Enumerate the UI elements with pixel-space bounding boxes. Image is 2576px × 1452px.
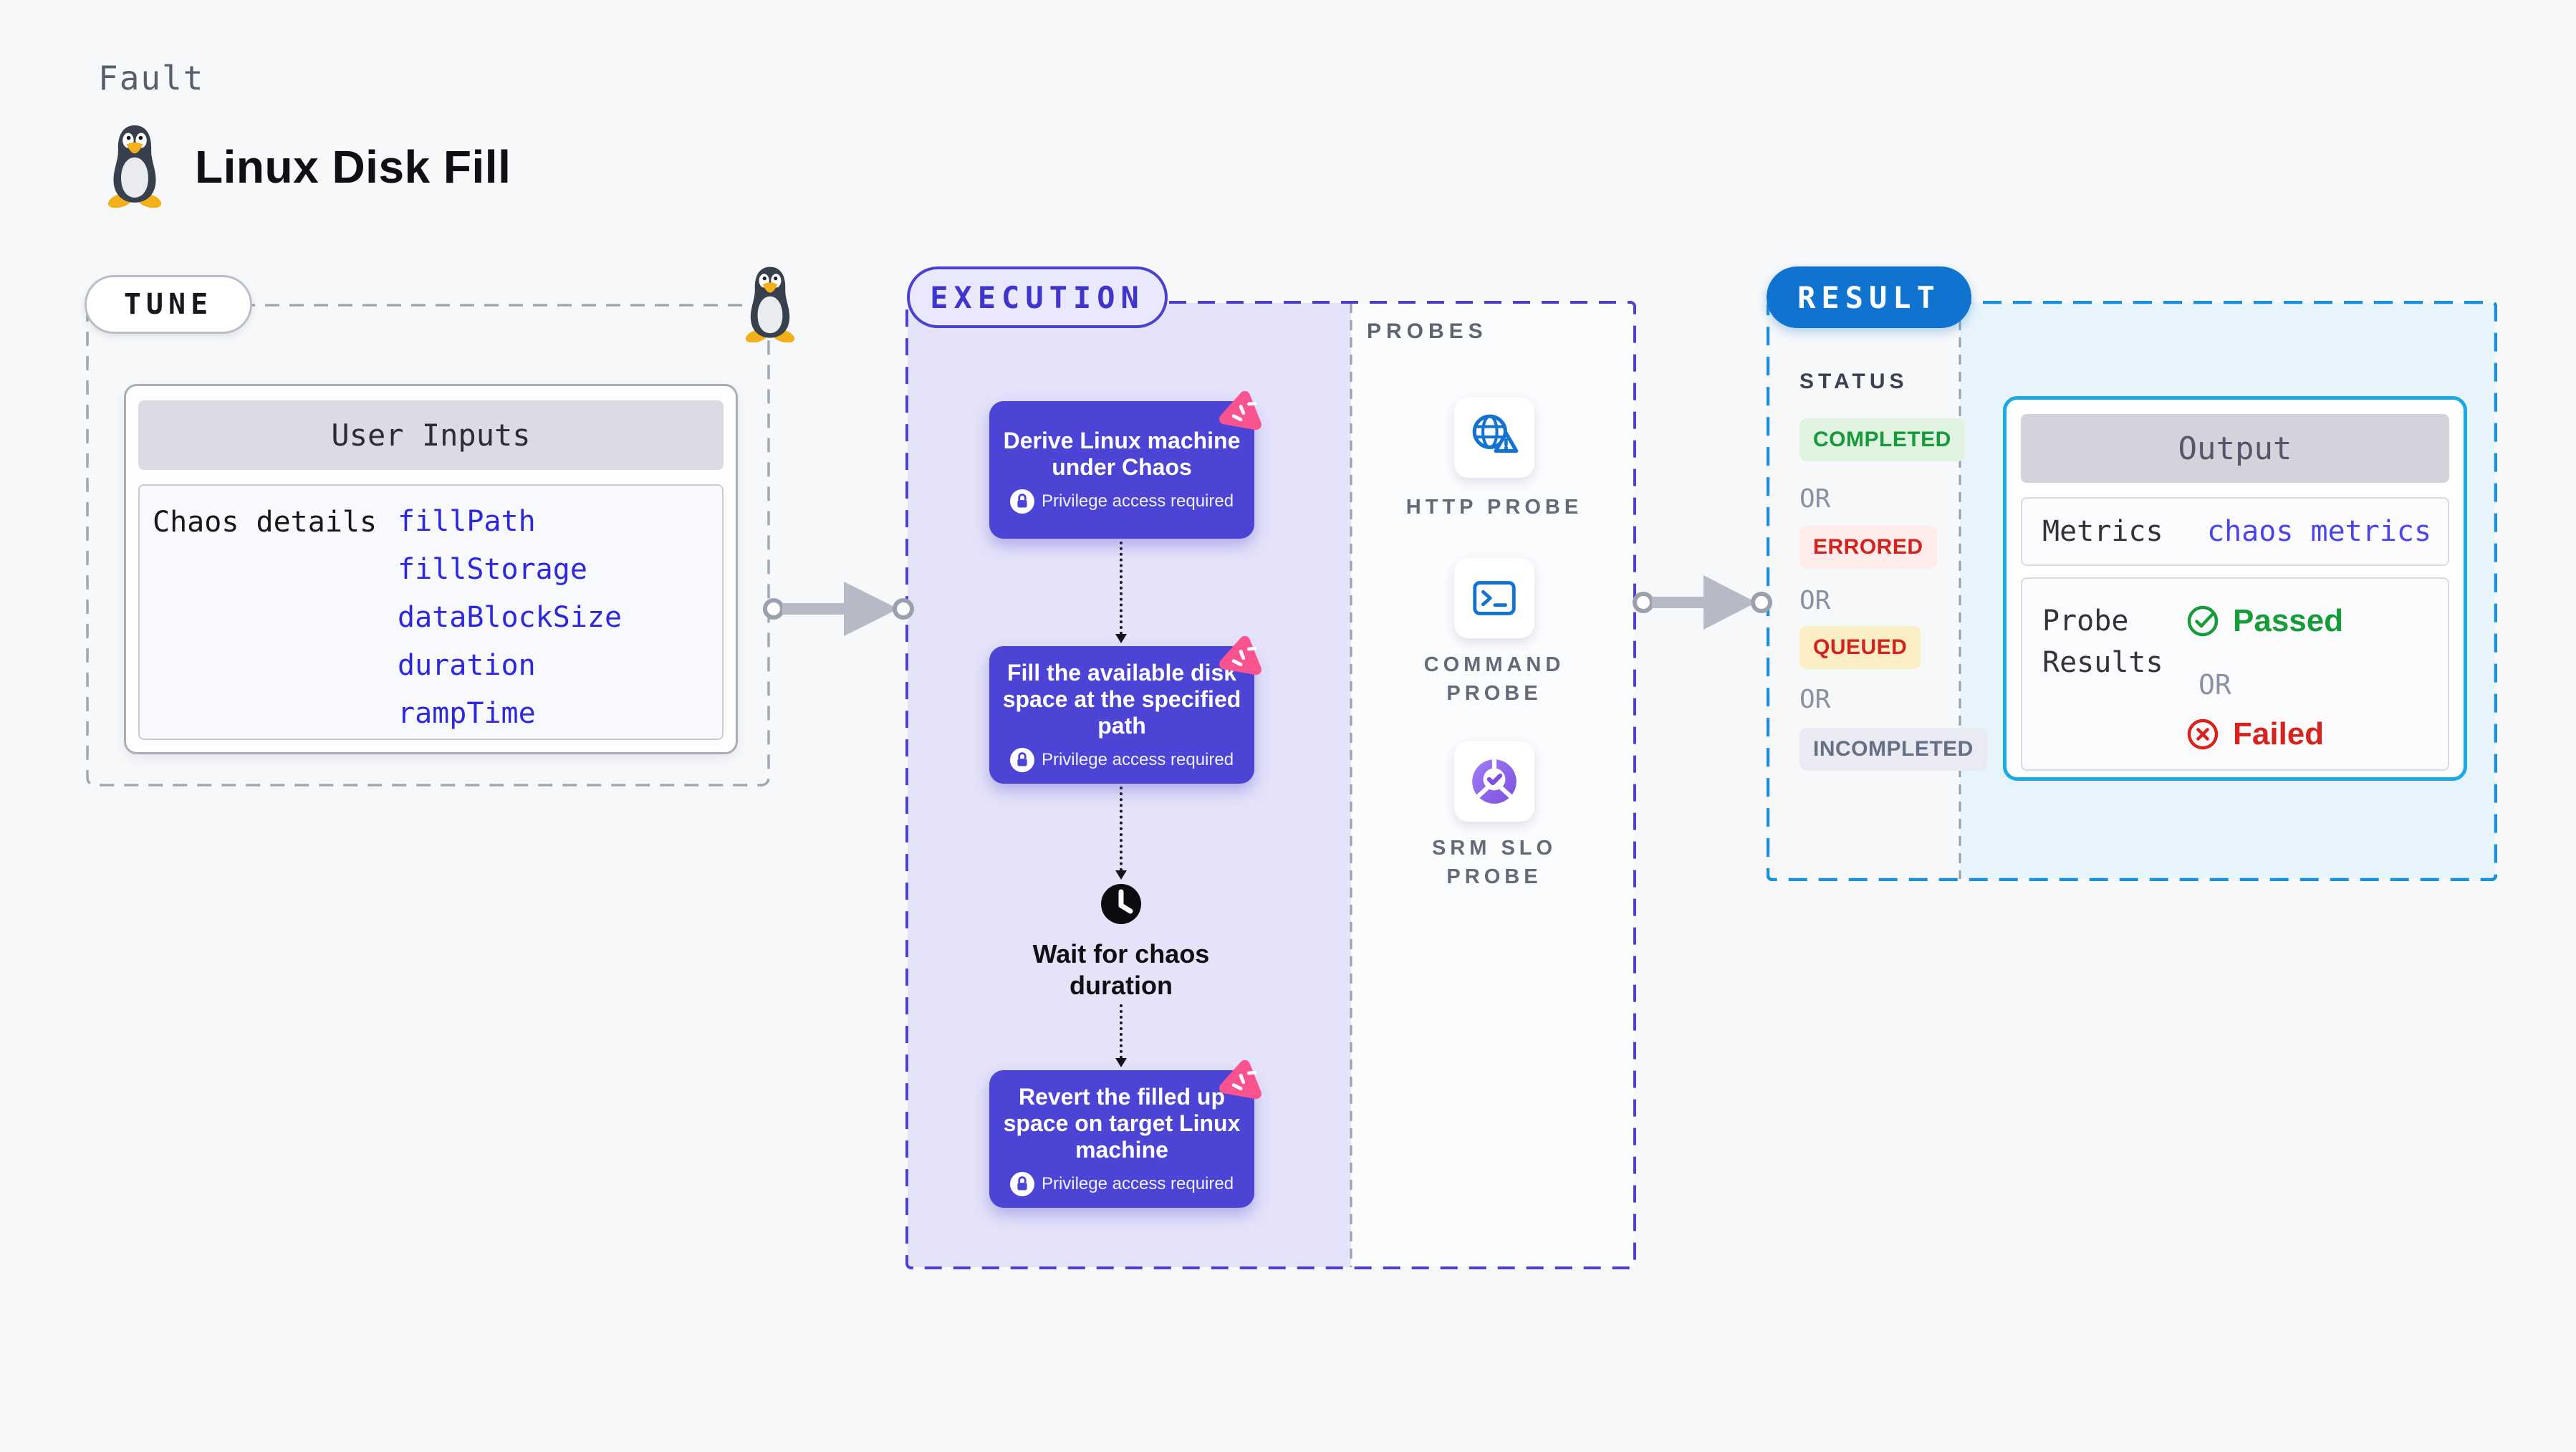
tune-section-pill: TUNE: [85, 275, 252, 334]
command-probe-card: [1454, 558, 1534, 638]
failed-line: Failed: [2186, 716, 2324, 752]
privilege-badge: Privilege access required: [1009, 489, 1234, 514]
input-link-datablocksize[interactable]: dataBlockSize: [398, 601, 623, 634]
globe-warning-icon: [1472, 414, 1519, 453]
or-separator: OR: [1799, 484, 1831, 514]
privilege-badge-label: Privilege access required: [1041, 749, 1234, 769]
http-probe-label: HTTP PROBE: [1405, 496, 1583, 519]
or-separator: OR: [1799, 685, 1831, 714]
http-probe-card: [1454, 398, 1534, 478]
step-derive-machine: Derive Linux machine under Chaos Privile…: [989, 390, 1261, 539]
output-header: Output: [2021, 414, 2449, 483]
flow-arrow-down: [1115, 1004, 1127, 1067]
user-inputs-card: User Inputs Chaos details fillPath fillS…: [124, 384, 738, 754]
passed-label: Passed: [2233, 603, 2344, 638]
output-card: Output Metrics chaos metrics Probe Resul…: [2003, 396, 2467, 781]
step-title: Revert the filled up space on target Lin…: [1003, 1083, 1241, 1163]
execution-section-pill: EXECUTION: [907, 266, 1168, 328]
clock-icon: [1098, 881, 1144, 927]
metrics-label: Metrics: [2042, 515, 2163, 548]
chaos-metrics-link[interactable]: chaos metrics: [2207, 515, 2432, 548]
chaos-flag-icon: [1213, 628, 1270, 685]
or-separator: OR: [2198, 669, 2231, 701]
probe-results-label: Probe Results: [2042, 605, 2163, 679]
tux-penguin-icon: [742, 265, 798, 343]
result-section-pill: RESULT: [1767, 266, 1971, 328]
or-separator: OR: [1799, 586, 1831, 615]
status-badge-errored: ERRORED: [1799, 526, 1937, 569]
step-title: Fill the available disk space at the spe…: [1002, 659, 1241, 739]
wait-duration-label: Wait for chaos duration: [1032, 939, 1210, 1000]
privilege-badge: Privilege access required: [1009, 1171, 1234, 1196]
page-title: Linux Disk Fill: [195, 141, 511, 193]
privilege-badge-label: Privilege access required: [1041, 1173, 1234, 1193]
probes-heading: PROBES: [1367, 319, 1488, 343]
metrics-row: Metrics chaos metrics: [2021, 497, 2449, 566]
check-circle-icon: [2187, 605, 2219, 637]
status-badge-queued: QUEUED: [1799, 626, 1921, 669]
fault-kicker: Fault: [98, 59, 205, 97]
chaos-flag-icon: [1213, 1052, 1270, 1109]
input-link-fillpath[interactable]: fillPath: [398, 505, 536, 538]
status-heading: STATUS: [1799, 370, 1908, 393]
failed-label: Failed: [2233, 716, 2325, 751]
srm-slo-probe-label: SRM SLO PROBE: [1431, 837, 1557, 888]
tux-penguin-icon: [105, 123, 165, 208]
flow-arrow-down: [1115, 787, 1127, 880]
arrow-right-icon: [1633, 575, 1772, 630]
pie-check-icon: [1472, 759, 1517, 804]
probe-results-row: Probe Results Passed OR Failed: [2021, 577, 2449, 771]
tune-dashed-box: [86, 304, 770, 787]
chaos-details-label: Chaos details: [153, 506, 378, 539]
user-inputs-body: Chaos details fillPath fillStorage dataB…: [138, 484, 724, 740]
chaos-flag-icon: [1213, 383, 1270, 440]
user-inputs-header: User Inputs: [138, 400, 724, 470]
input-link-duration[interactable]: duration: [398, 649, 536, 682]
srm-slo-probe-card: [1454, 741, 1534, 822]
passed-line: Passed: [2186, 603, 2343, 639]
privilege-badge: Privilege access required: [1009, 747, 1234, 772]
lock-icon: [1009, 489, 1034, 514]
lock-icon: [1009, 1171, 1034, 1196]
command-probe-label: COMMAND PROBE: [1423, 653, 1565, 705]
input-link-ramptime[interactable]: rampTime: [398, 697, 536, 730]
flow-arrow-down: [1115, 542, 1127, 643]
terminal-icon: [1473, 581, 1516, 615]
status-badge-incompleted: INCOMPLETED: [1799, 728, 1987, 771]
input-link-fillstorage[interactable]: fillStorage: [398, 553, 587, 586]
x-circle-icon: [2187, 718, 2219, 750]
step-title: Derive Linux machine under Chaos: [1003, 428, 1241, 480]
step-revert-space: Revert the filled up space on target Lin…: [989, 1059, 1261, 1208]
status-badge-completed: COMPLETED: [1799, 418, 1965, 461]
privilege-badge-label: Privilege access required: [1041, 491, 1234, 511]
arrow-right-icon: [763, 582, 914, 636]
step-fill-disk: Fill the available disk space at the spe…: [989, 635, 1261, 784]
lock-icon: [1009, 747, 1034, 772]
